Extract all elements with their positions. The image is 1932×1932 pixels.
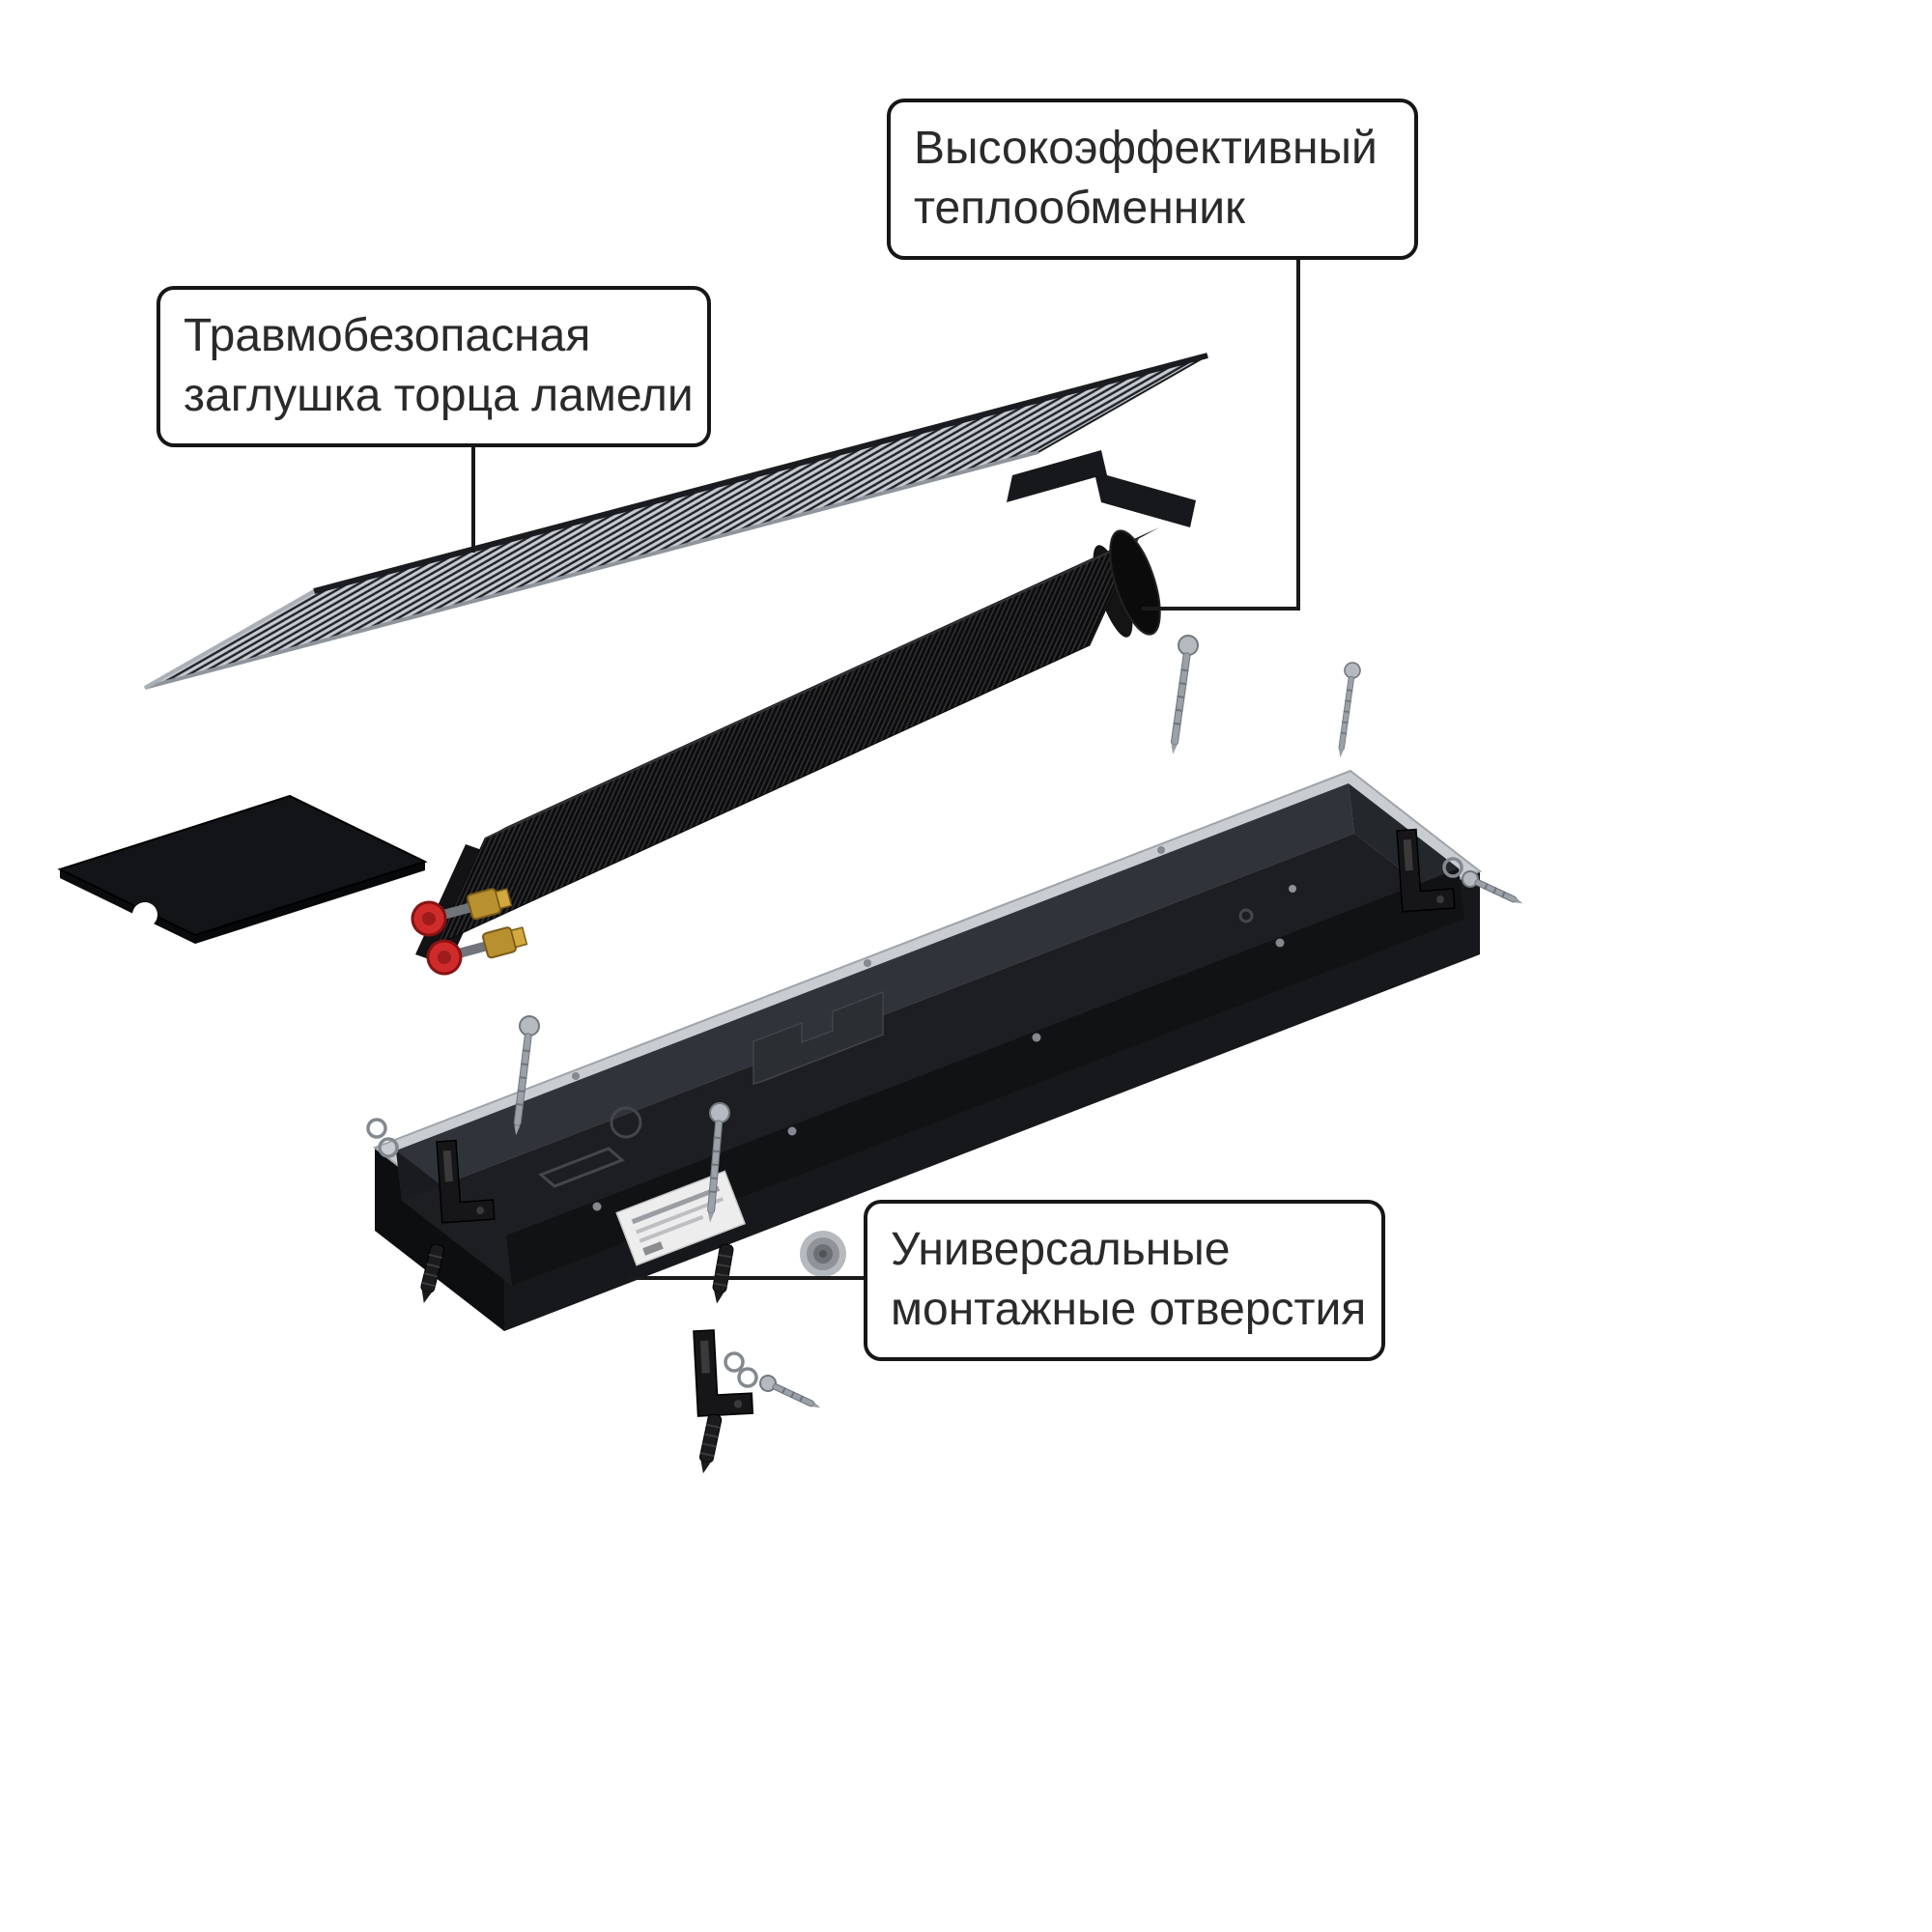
- valve-fittings: [411, 888, 528, 976]
- heat-exchanger: [415, 527, 1161, 966]
- grille-left-end-edge: [144, 589, 315, 690]
- casing-partition: [753, 990, 884, 1086]
- floor-hole: [610, 1106, 642, 1139]
- callout-lamella-end-cap: Травмобезопасная заглушка торца ламели: [156, 286, 711, 447]
- leader-line-heat-exchanger: [1142, 251, 1300, 611]
- casing-interior-floor: [402, 834, 1464, 1286]
- cover-plate-bottom-edge: [195, 862, 425, 944]
- brass-ring: [495, 888, 513, 910]
- grille-end-trim: [1007, 450, 1196, 527]
- leader-lines: [471, 251, 1300, 1280]
- casing: [372, 769, 1483, 1331]
- mounting-hole: [1157, 846, 1165, 854]
- valve-fitting: [411, 888, 513, 937]
- casing-interior-far-wall: [396, 783, 1354, 1201]
- grille: [144, 353, 1208, 690]
- cover-plate-notch: [132, 902, 157, 927]
- mounting-hole: [572, 1072, 580, 1080]
- valve-fitting: [426, 926, 528, 976]
- floor-hole: [1238, 908, 1254, 923]
- short-screw: [756, 1372, 825, 1416]
- washer: [737, 1367, 758, 1388]
- red-cap-center: [437, 951, 451, 965]
- wall-anchor: [709, 1242, 735, 1306]
- callout-mounting-holes-line-2: монтажные отверстия: [891, 1284, 1367, 1336]
- grille-front-rail: [144, 450, 1039, 690]
- mounting-hole: [1275, 938, 1285, 948]
- callout-mounting-holes-line-1: Универсальные: [891, 1224, 1231, 1275]
- brass-ring: [510, 926, 528, 949]
- mounting-screw: [1331, 661, 1362, 760]
- callout-heat-exchanger-line-1: Высокоэффективный: [914, 123, 1378, 174]
- mounting-hole: [864, 959, 871, 967]
- red-cap-center: [421, 912, 436, 926]
- mounting-hole: [787, 1126, 797, 1136]
- callout-mounting-holes: Универсальные монтажные отверстия: [864, 1200, 1385, 1361]
- mounting-hole: [1032, 1033, 1041, 1042]
- frame-mounting-holes: [572, 846, 1285, 1211]
- mounting-hole: [592, 1202, 602, 1211]
- mounting-screw: [1162, 633, 1201, 757]
- callout-lamella-end-cap-line-1: Травмобезопасная: [184, 310, 591, 361]
- floor-knockout: [538, 1147, 625, 1188]
- cover-plate-top: [57, 794, 428, 937]
- casing-interior-near-wall: [506, 868, 1464, 1286]
- heat-exchanger-top-edge: [484, 538, 1139, 839]
- heat-exchanger-fins: [435, 537, 1140, 947]
- mounting-bracket: [693, 1327, 754, 1417]
- callout-heat-exchanger-line-2: теплообменник: [914, 183, 1246, 235]
- callout-heat-exchanger: Высокоэффективный теплообменник: [887, 99, 1418, 260]
- wall-anchor: [696, 1412, 724, 1476]
- cover-plate-left-edge: [60, 869, 195, 944]
- callout-lamella-end-cap-line-2: заглушка торца ламели: [184, 370, 694, 422]
- washer: [724, 1351, 745, 1373]
- cover-plate: [57, 794, 428, 944]
- floor-grommet: [800, 1231, 846, 1277]
- washer: [366, 1118, 387, 1139]
- floor-hole: [1289, 885, 1296, 893]
- grille-back-edge: [313, 353, 1208, 594]
